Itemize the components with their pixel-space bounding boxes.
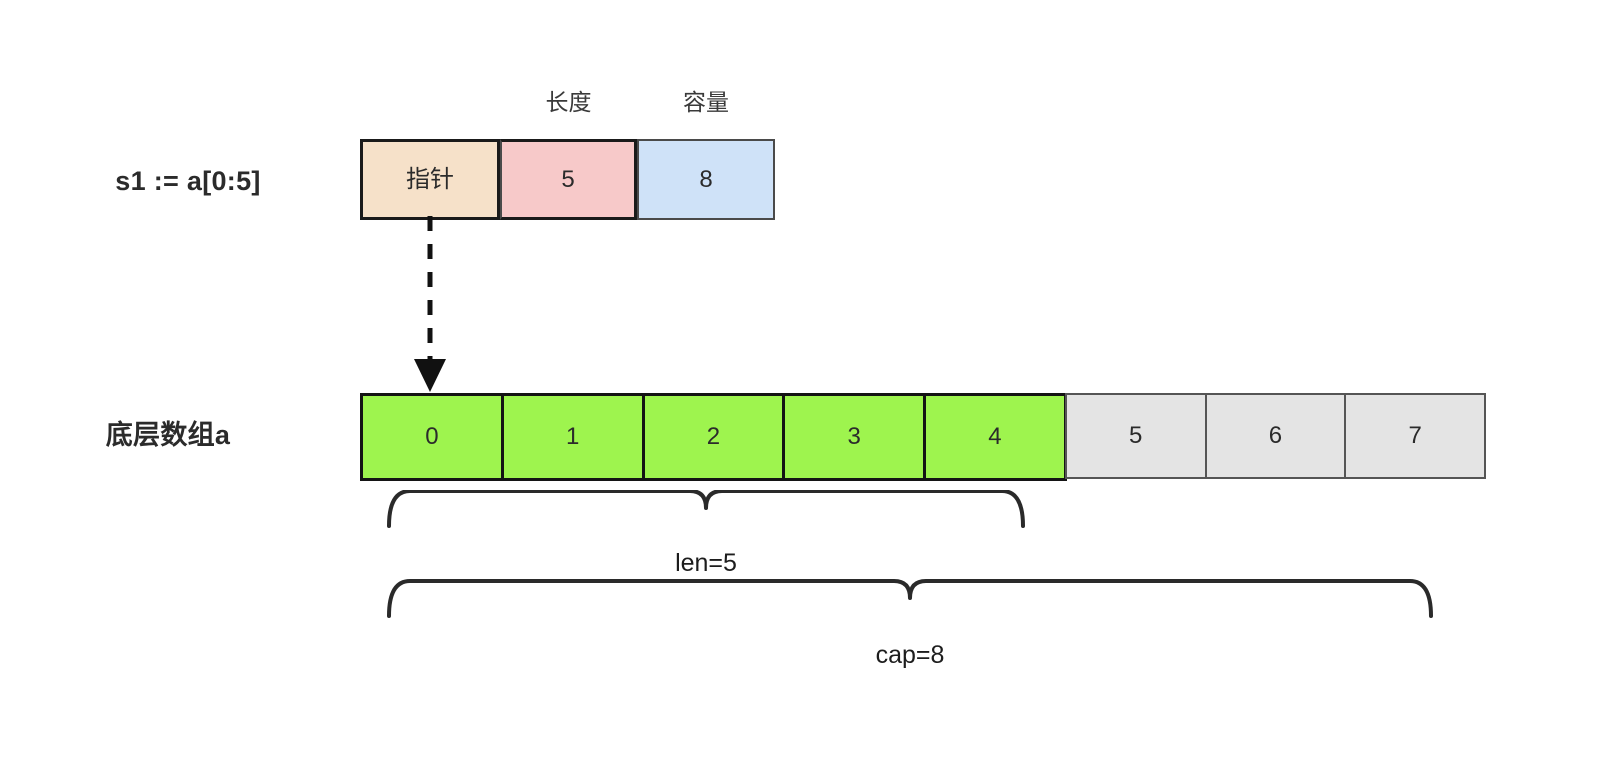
array-cell-value: 1 [565, 423, 580, 450]
length-caption: 长度 [545, 89, 592, 115]
cap-brace-label: cap=8 [875, 641, 945, 669]
slice-header-length-box: 5 [500, 139, 637, 220]
slice-header-pointer-box: 指针 [360, 139, 500, 220]
array-cell-5: 5 [1064, 393, 1207, 479]
pointer-arrow-head [414, 359, 446, 392]
cap-brace [387, 579, 1433, 618]
len-brace-label: len=5 [675, 549, 737, 577]
len-brace-path [387, 490, 1025, 528]
underlying-array: 0 1 2 3 4 5 6 7 [360, 393, 1486, 481]
array-cell-1: 1 [500, 393, 645, 481]
array-cell-0: 0 [360, 393, 504, 481]
capacity-caption: 容量 [683, 89, 729, 115]
array-cell-3: 3 [782, 393, 926, 481]
array-cell-value: 5 [1128, 422, 1143, 449]
array-cell-value: 0 [425, 423, 439, 450]
slice-header-capacity-box: 8 [637, 139, 775, 220]
array-cell-value: 6 [1268, 422, 1283, 449]
len-brace [387, 490, 1025, 528]
pointer-to-array-arrow [414, 216, 446, 392]
array-row-label: 底层数组a [105, 420, 231, 450]
array-cell-4: 4 [923, 393, 1067, 481]
array-cell-2: 2 [641, 393, 786, 481]
array-cell-7: 7 [1344, 393, 1486, 479]
array-cell-6: 6 [1204, 393, 1347, 479]
slice-row-label: s1 := a[0:5] [115, 166, 261, 196]
array-cell-value: 4 [988, 423, 1002, 450]
array-cell-value: 2 [706, 423, 721, 450]
cap-brace-path [387, 579, 1433, 618]
array-cell-value: 3 [847, 423, 861, 450]
array-cell-value: 7 [1408, 422, 1422, 449]
